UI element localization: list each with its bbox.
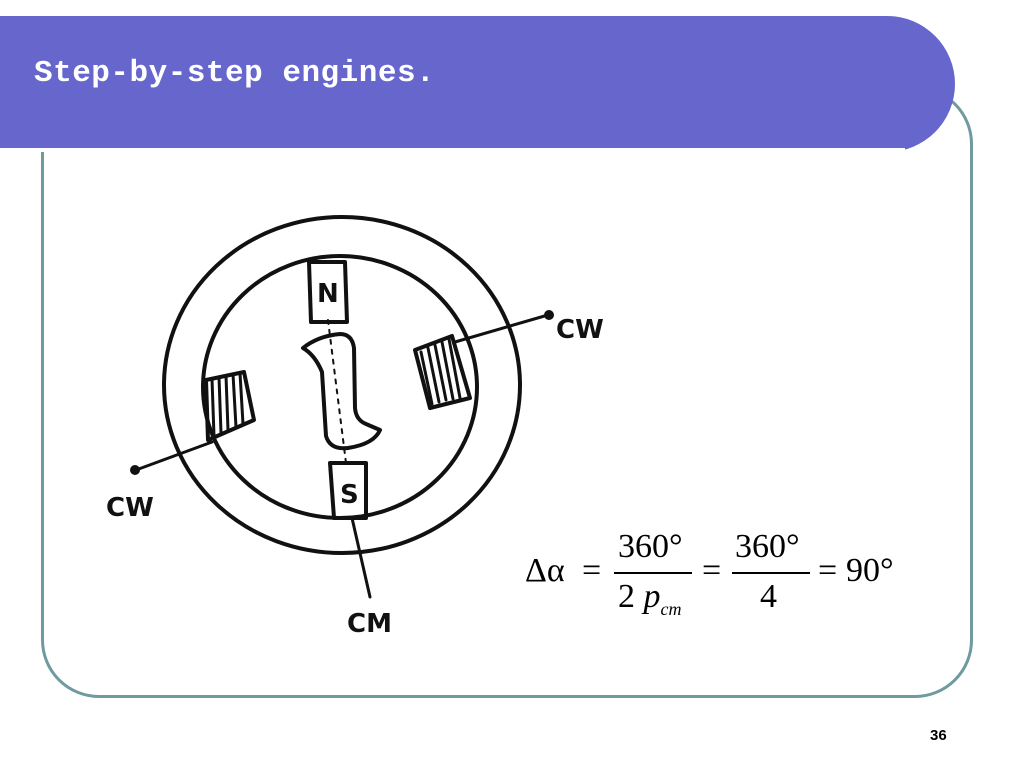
coil-right-windings bbox=[419, 337, 462, 406]
formula-lhs: Δα bbox=[525, 552, 565, 589]
south-pole-label: S bbox=[340, 480, 359, 510]
slide-frame bbox=[41, 86, 973, 698]
lead-wire-bottom bbox=[350, 516, 372, 599]
fraction-2-bar bbox=[732, 572, 810, 574]
lead-label-lower-left: CW bbox=[106, 493, 154, 523]
stepper-motor-diagram: N S CW CW CM bbox=[106, 215, 604, 639]
coil-right bbox=[413, 334, 472, 410]
fraction-2-denominator: 4 bbox=[760, 578, 777, 615]
formula-result: 90° bbox=[846, 552, 894, 589]
lead-wire-lower-left bbox=[134, 440, 214, 472]
stator-outer-ring bbox=[162, 215, 522, 555]
south-pole-piece bbox=[328, 461, 368, 520]
coil-left bbox=[204, 370, 256, 442]
lead-label-bottom: CM bbox=[347, 609, 392, 639]
title-underline bbox=[0, 148, 905, 152]
formula-equals-3: = bbox=[818, 552, 838, 589]
fraction-1-denominator: 2 pcm bbox=[618, 578, 682, 619]
rotor-axis bbox=[327, 319, 347, 464]
lead-terminal-lower-left bbox=[130, 465, 140, 475]
coil-left-windings bbox=[210, 371, 245, 438]
north-pole-label: N bbox=[317, 279, 339, 309]
fraction-1-numerator: 360° bbox=[618, 528, 683, 565]
fraction-1-bar bbox=[614, 572, 692, 574]
slide-number: 36 bbox=[930, 727, 947, 744]
slide-title: Step-by-step engines. bbox=[34, 56, 436, 91]
formula-equals-1: = bbox=[582, 552, 602, 589]
north-pole-piece bbox=[307, 260, 349, 324]
fraction-2-numerator: 360° bbox=[735, 528, 800, 565]
lead-wire-upper-right bbox=[453, 313, 550, 344]
rotor bbox=[301, 332, 382, 451]
lead-terminal-upper-right bbox=[544, 310, 554, 320]
step-angle-formula: Δα = 360° 2 pcm = 360° 4 = 90° bbox=[522, 526, 922, 626]
lead-label-upper-right: CW bbox=[556, 315, 604, 345]
formula-equals-2: = bbox=[702, 552, 722, 589]
title-bar bbox=[0, 16, 955, 152]
